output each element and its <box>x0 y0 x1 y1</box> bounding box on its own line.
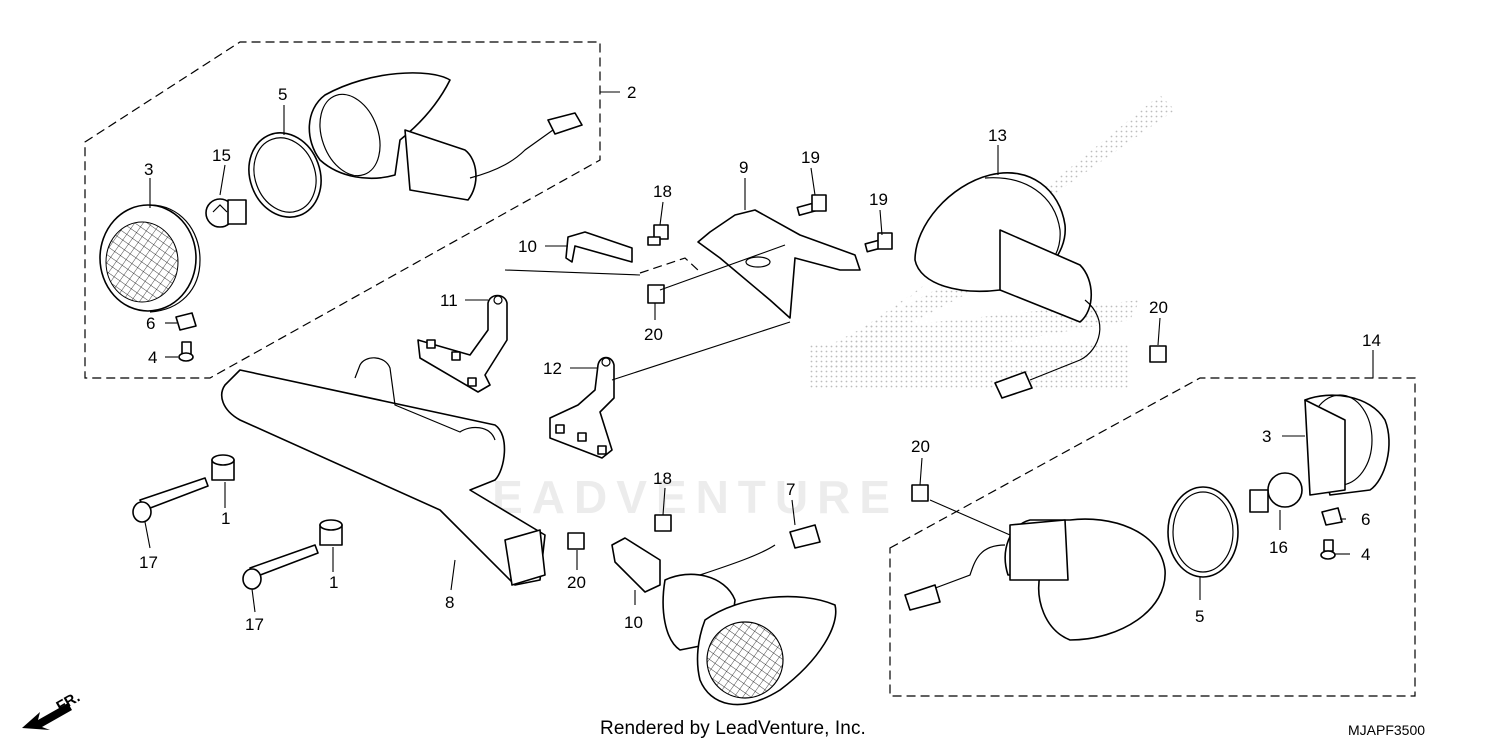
callout-12: 12 <box>543 359 562 378</box>
nut-right <box>1321 507 1343 526</box>
bracket-10-upper <box>565 231 633 263</box>
bolt-19-a <box>796 194 827 216</box>
callout-5-upper: 5 <box>278 85 287 104</box>
watermark: LEADVENTURE <box>455 471 900 523</box>
callout-1-upper: 1 <box>221 509 230 528</box>
bulb-left <box>205 198 247 228</box>
bracket-11 <box>417 294 508 393</box>
bracket-9 <box>697 209 861 319</box>
lens-left <box>99 204 201 313</box>
callout-2: 2 <box>627 83 636 102</box>
callout-13: 13 <box>988 126 1007 145</box>
callout-1-lower: 1 <box>329 573 338 592</box>
gasket-ring-right <box>1167 486 1239 578</box>
callout-7: 7 <box>786 480 795 499</box>
bolt-18-upper <box>647 224 669 246</box>
collar-1-upper <box>211 454 235 481</box>
callout-20-lower-left: 20 <box>567 573 586 592</box>
bracket-10-lower <box>611 537 661 593</box>
callout-19-b: 19 <box>869 190 888 209</box>
callout-6-left: 6 <box>146 314 155 333</box>
turn-signal-housing-upper-left <box>308 72 583 201</box>
bolt-18-lower <box>654 514 672 532</box>
callout-8: 8 <box>445 593 454 612</box>
callout-18-lower: 18 <box>653 469 672 488</box>
callout-9: 9 <box>739 158 748 177</box>
callout-3-left: 3 <box>144 160 153 179</box>
callout-20-right: 20 <box>1149 298 1168 317</box>
turn-signal-14-body <box>904 518 1166 641</box>
bolt-17-upper <box>132 477 209 523</box>
assembly-box-14 <box>889 377 1416 697</box>
footer-credit: Rendered by LeadVenture, Inc. <box>600 718 866 739</box>
callout-20-lower-right: 20 <box>911 437 930 456</box>
bracket-12 <box>549 356 615 459</box>
mounting-bar <box>221 369 546 586</box>
collar-1-lower <box>319 519 343 546</box>
nut-left <box>175 312 197 331</box>
diagram-code: MJAPF3500 <box>1348 722 1426 738</box>
bolt-17-lower <box>242 544 319 590</box>
callout-15: 15 <box>212 146 231 165</box>
callout-19-a: 19 <box>801 148 820 167</box>
callout-3-right: 3 <box>1262 427 1271 446</box>
bolt-20-right <box>1149 345 1167 363</box>
screw-right <box>1320 539 1336 560</box>
callout-5-lower: 5 <box>1195 607 1204 626</box>
screw-left <box>178 341 194 362</box>
turn-signal-7 <box>662 524 837 706</box>
callout-14: 14 <box>1362 331 1381 350</box>
bolt-20-lower-right <box>911 484 929 502</box>
bulb-16 <box>1249 472 1303 513</box>
bracket-box <box>639 257 701 274</box>
housing-14 <box>1304 394 1390 496</box>
front-direction-arrow-icon: FR. <box>22 689 83 730</box>
callout-16: 16 <box>1269 538 1288 557</box>
bolt-20-center <box>647 284 665 304</box>
callout-18-upper: 18 <box>653 182 672 201</box>
callout-6-right: 6 <box>1361 510 1370 529</box>
bolt-19-b <box>864 232 893 253</box>
callout-4-left: 4 <box>148 348 157 367</box>
callout-4-right: 4 <box>1361 545 1370 564</box>
bolt-20-lower-left <box>567 532 585 550</box>
callout-17-upper: 17 <box>139 553 158 572</box>
assembly-box-2 <box>84 41 601 379</box>
callout-20-center: 20 <box>644 325 663 344</box>
callout-10-lower: 10 <box>624 613 643 632</box>
callout-10-upper: 10 <box>518 237 537 256</box>
leader-lines <box>144 91 1374 613</box>
gasket-ring-left <box>248 132 322 218</box>
callout-17-lower: 17 <box>245 615 264 634</box>
turn-signal-13 <box>914 172 1101 399</box>
callout-11: 11 <box>440 291 458 310</box>
